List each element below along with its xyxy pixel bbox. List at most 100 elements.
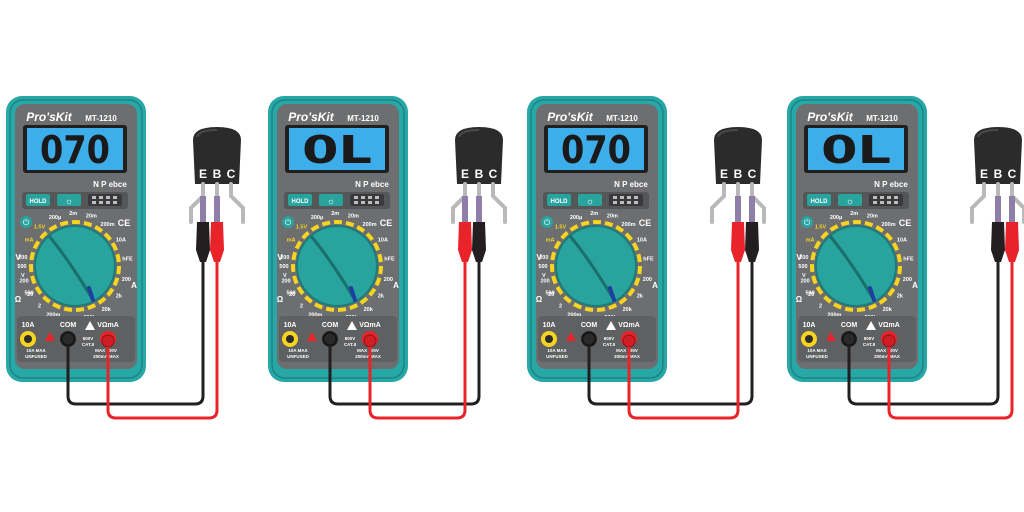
- jack-label-10a: 10A: [543, 322, 556, 329]
- power-icon: ⏻: [804, 218, 811, 227]
- dial-label: 200: [643, 277, 652, 283]
- transistor-socket-label: N P ebce: [614, 180, 648, 189]
- dial-label: 200m: [101, 222, 115, 228]
- meter-shell-edge: [9, 99, 143, 379]
- brand-logo: Pro'sKit: [547, 110, 594, 124]
- pin-label-b: B: [213, 167, 222, 181]
- backlight-icon: ☼: [846, 196, 854, 206]
- warning-triangle-icon: [85, 321, 95, 330]
- dial-label: 2m: [331, 211, 339, 217]
- jack-label-10a: 10A: [803, 322, 816, 329]
- hold-button-label: HOLD: [292, 199, 310, 205]
- dial-label: 20: [27, 292, 33, 298]
- hold-button: [26, 194, 50, 206]
- jack-10a-hole: [805, 335, 813, 343]
- dial-label: 10A: [637, 238, 647, 244]
- socket-hole: [613, 196, 617, 199]
- dial-label: 500: [798, 264, 807, 270]
- cables: [66, 262, 219, 420]
- power-button: [20, 216, 32, 228]
- dial-label: 20: [289, 292, 295, 298]
- dial-label: 2k: [378, 294, 385, 300]
- transistor-body: [714, 127, 762, 184]
- lcd-reading: 0L: [821, 128, 891, 172]
- socket-hole: [106, 201, 110, 204]
- socket-hole: [894, 201, 898, 204]
- black-probe-handle: [991, 222, 1005, 262]
- transistor-highlight: [977, 129, 999, 138]
- dial-label: 2k: [116, 294, 123, 300]
- jack-label-com: COM: [581, 322, 598, 329]
- socket-hole: [634, 196, 638, 199]
- jack-note: CAT.II: [344, 342, 356, 347]
- rotary-dial-edge: [555, 225, 637, 307]
- socket-hole: [113, 196, 117, 199]
- ce-mark: CE: [118, 218, 131, 228]
- red-probe: [210, 196, 224, 262]
- dial-label: 200: [20, 279, 29, 285]
- lead-c: [491, 182, 507, 224]
- lcd-reading: 070: [561, 128, 631, 172]
- dial-label: hFE: [643, 257, 654, 263]
- jack-10a-hole: [545, 335, 553, 343]
- black-probe-tip: [995, 196, 1001, 222]
- black-probe: [745, 196, 759, 262]
- pin-label-e: E: [199, 167, 207, 181]
- power-icon: ⏻: [544, 218, 551, 227]
- transistor-body: [455, 127, 503, 184]
- meter-shell-edge: [790, 99, 924, 379]
- dial-label: mA: [287, 238, 296, 244]
- dial-label: 20m: [86, 214, 97, 220]
- black-test-lead: [587, 262, 754, 406]
- red-probe-handle: [458, 222, 472, 262]
- amp-symbol: A: [393, 281, 399, 290]
- jack-note: MAX 600V: [95, 348, 117, 353]
- amp-symbol: A: [652, 281, 658, 290]
- red-plug: [101, 334, 115, 348]
- hold-button-label: HOLD: [811, 199, 829, 205]
- dial-label: 1.5V: [296, 225, 308, 231]
- dial-label: 20: [808, 292, 814, 298]
- jack-label-vma: VΩmA: [97, 322, 119, 329]
- rotary-dial: [556, 226, 636, 306]
- transistor-body: [974, 127, 1022, 184]
- socket-hole: [880, 196, 884, 199]
- socket-hole: [113, 201, 117, 204]
- lead-e: [189, 182, 205, 224]
- black-plug: [582, 332, 596, 346]
- dial-label: 200μ: [570, 215, 583, 221]
- red-test-lead: [627, 262, 740, 420]
- dial-label: 2m: [850, 211, 858, 217]
- rotary-dial-edge: [815, 225, 897, 307]
- dial-label: hFE: [903, 257, 914, 263]
- hold-button: [807, 194, 831, 206]
- transistor-socket: [88, 194, 122, 206]
- red-plug: [622, 334, 636, 348]
- dial-label: 20m: [867, 214, 878, 220]
- dial-label: hFE: [384, 257, 395, 263]
- amp-symbol: A: [912, 281, 918, 290]
- backlight-icon: ☼: [327, 196, 335, 206]
- dial-label: 500: [279, 264, 288, 270]
- jack-note: 600V: [83, 336, 94, 341]
- backlight-icon: ☼: [65, 196, 73, 206]
- dial-label: 20k: [883, 307, 893, 313]
- jack-note: 10A MAX: [288, 348, 307, 353]
- transistor-highlight: [458, 129, 480, 138]
- dial-label: 200: [799, 255, 808, 261]
- black-probe-tip: [476, 196, 482, 222]
- socket-hole: [361, 201, 365, 204]
- dial-label: mA: [25, 238, 34, 244]
- red-test-lead: [887, 262, 1014, 420]
- dial-range-marks: [550, 220, 642, 312]
- power-button: [282, 216, 294, 228]
- dial-label: 500: [287, 291, 296, 297]
- volt-symbol: V: [15, 253, 21, 262]
- jack-label-vma: VΩmA: [878, 322, 900, 329]
- jack-note: UNFUSED: [806, 354, 829, 359]
- backlight-icon: ☼: [586, 196, 594, 206]
